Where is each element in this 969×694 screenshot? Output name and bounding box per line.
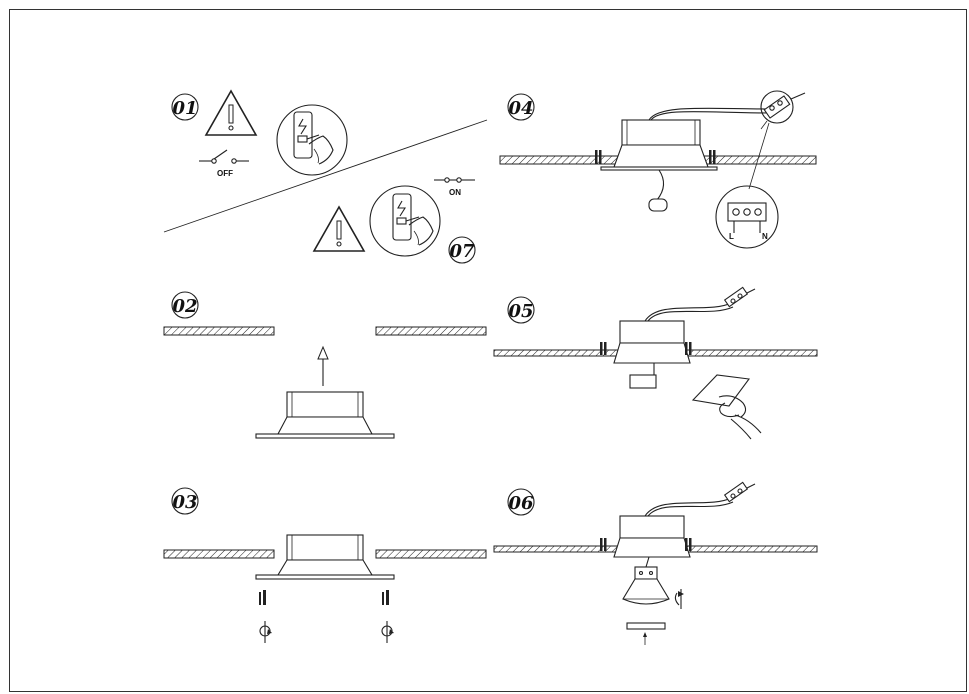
step-06-badge bbox=[507, 488, 535, 516]
downlight-fixture bbox=[600, 119, 718, 171]
ceiling-left bbox=[163, 326, 275, 336]
spring-clips-icon bbox=[600, 342, 692, 355]
step-07-number: 07 bbox=[449, 241, 475, 262]
downlight-fixture bbox=[255, 391, 395, 439]
step-03-number: 03 bbox=[172, 492, 197, 513]
step-05-group: 05 bbox=[493, 286, 818, 440]
step-05-badge bbox=[507, 296, 535, 324]
terminal-detail-icon bbox=[715, 185, 779, 249]
step-06-number: 06 bbox=[508, 493, 534, 514]
step-01-number: 01 bbox=[172, 98, 197, 119]
step-02-number: 02 bbox=[172, 296, 197, 317]
hand-switch-on-icon bbox=[369, 185, 441, 257]
ceiling-right bbox=[375, 549, 487, 559]
lamp-bulb-icon bbox=[622, 556, 670, 605]
warning-triangle-icon bbox=[312, 205, 366, 252]
step-04-group: 04 bbox=[499, 90, 817, 249]
step-04-badge bbox=[507, 93, 535, 121]
step-05-number: 05 bbox=[508, 301, 533, 322]
terminal-label-left: L bbox=[729, 232, 734, 241]
terminal-label-right: N bbox=[762, 232, 768, 241]
leader-line bbox=[748, 122, 770, 190]
page-border bbox=[9, 9, 967, 692]
off-label: OFF bbox=[217, 169, 233, 178]
warning-triangle-icon bbox=[204, 89, 258, 136]
cable-icon bbox=[629, 286, 756, 389]
hand-with-trowel-icon bbox=[691, 374, 762, 440]
step-02-group: 02 bbox=[163, 291, 487, 439]
divider-line bbox=[163, 119, 488, 233]
downlight-fixture bbox=[613, 515, 691, 558]
downlight-fixture bbox=[255, 534, 395, 580]
step-06-group: 06 bbox=[493, 481, 818, 645]
step-07-group: 07 ON bbox=[312, 177, 476, 264]
spring-clip-left-icon bbox=[259, 590, 272, 643]
terminal-block-icon bbox=[760, 90, 806, 130]
lens-cover-icon bbox=[626, 622, 666, 645]
switch-on-icon bbox=[434, 177, 475, 183]
switch-off-icon bbox=[199, 149, 249, 164]
on-label: ON bbox=[449, 188, 461, 197]
spring-clips-icon bbox=[595, 150, 716, 164]
step-01-badge bbox=[171, 93, 199, 121]
ceiling-left bbox=[163, 549, 275, 559]
spring-clip-right-icon bbox=[381, 590, 394, 643]
step-07-badge bbox=[448, 236, 476, 264]
hand-switch-off-icon bbox=[276, 104, 348, 176]
step-03-group: 03 bbox=[163, 487, 487, 643]
step-02-badge bbox=[171, 291, 199, 319]
spring-clips-icon bbox=[600, 538, 692, 551]
up-arrow-icon bbox=[317, 345, 329, 386]
step-04-number: 04 bbox=[508, 98, 533, 119]
installation-diagram: 01 OFF bbox=[9, 9, 967, 692]
cable-icon bbox=[644, 481, 756, 517]
ceiling-right bbox=[375, 326, 487, 336]
step-03-badge bbox=[171, 487, 199, 515]
step-01-group: 01 OFF bbox=[171, 89, 348, 178]
downlight-fixture bbox=[613, 320, 691, 364]
instruction-sheet: 01 OFF bbox=[9, 9, 968, 693]
rotate-arrow-icon bbox=[674, 589, 684, 609]
cable-icon bbox=[648, 107, 770, 212]
